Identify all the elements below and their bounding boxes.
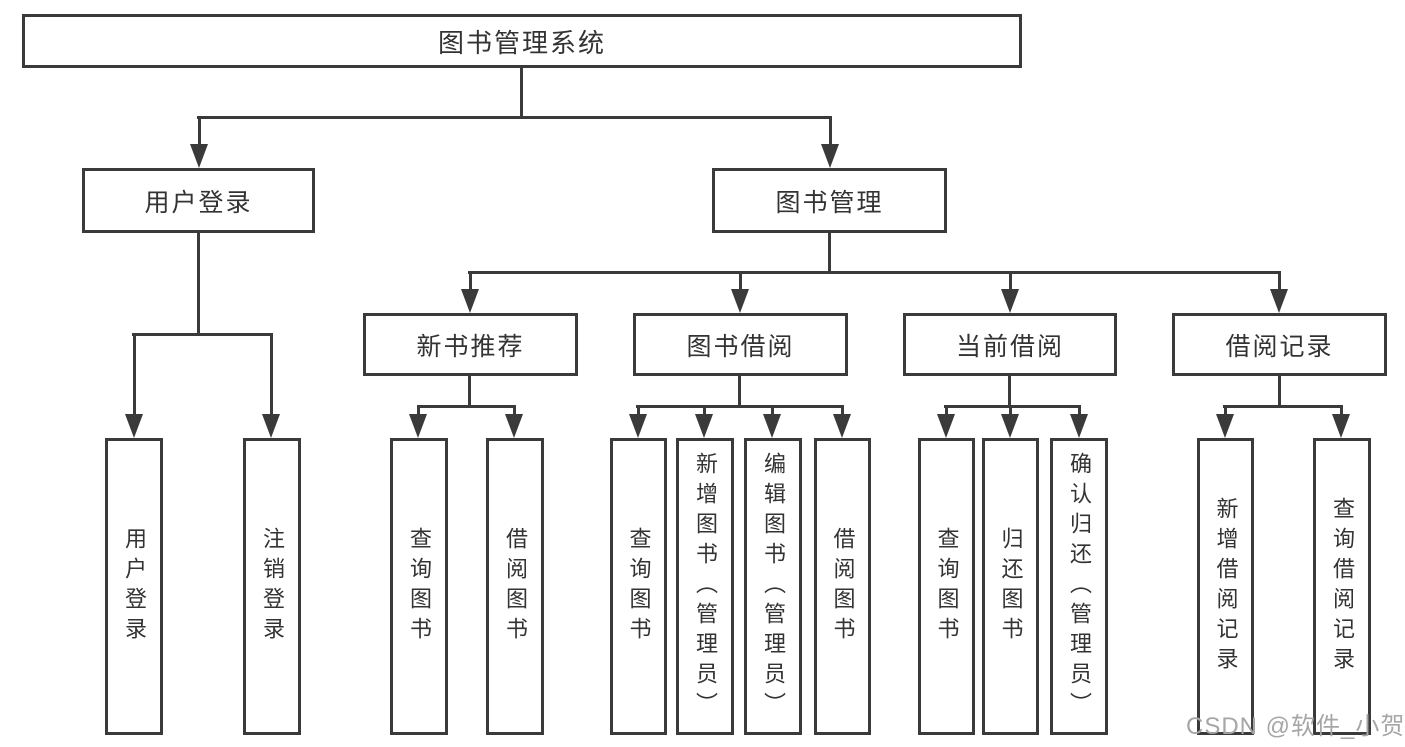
connector-arrow-stem (945, 405, 948, 417)
arrowhead-down (461, 289, 479, 313)
connector-arrow-stem (513, 405, 516, 417)
arrowhead-down (1270, 289, 1288, 313)
leaf-label: 新增借阅记录 (1213, 496, 1239, 677)
arrowhead-down (1332, 414, 1350, 438)
connector-arrow-stem (1278, 271, 1281, 292)
node-borrow-records: 借阅记录 (1172, 313, 1387, 376)
node-leaf-return-books: 归还图书 (982, 438, 1039, 735)
arrowhead-down (731, 289, 749, 313)
node-user-login-label: 用户登录 (144, 188, 253, 217)
connector-stem-current-borrow (1008, 375, 1011, 408)
arrowhead-down (1001, 414, 1019, 438)
connector-arrow-stem (1078, 405, 1081, 417)
node-leaf-user-login: 用户登录 (105, 438, 163, 735)
node-leaf-add-books-admin: 新增图书（管理员） (676, 438, 734, 735)
connector-arrow-stem (829, 116, 832, 147)
connector-arrow-stem (1224, 405, 1227, 417)
leaf-label: 查询图书 (407, 526, 432, 647)
leaf-label: 借阅图书 (830, 526, 856, 647)
connector-hline-book-borrow (636, 405, 844, 408)
connector-arrow-stem (417, 405, 420, 417)
node-borrow-records-label: 借阅记录 (1225, 332, 1334, 361)
connector-arrow-stem (469, 271, 472, 292)
connector-arrow-stem (1340, 405, 1343, 417)
node-leaf-edit-books-admin: 编辑图书（管理员） (744, 438, 802, 735)
connector-arrow-stem (771, 405, 774, 417)
connector-hline-new-book-recommend (417, 405, 516, 408)
leaf-label: 确认归还（管理员） (1067, 451, 1092, 722)
arrowhead-down (1216, 414, 1234, 438)
connector-hline-level2 (197, 116, 832, 119)
arrowhead-down (763, 414, 781, 438)
leaf-label: 编辑图书（管理员） (761, 451, 786, 722)
connector-hline-user-login (132, 333, 273, 336)
node-leaf-confirm-return-admin: 确认归还（管理员） (1050, 438, 1108, 735)
connector-arrow-stem (133, 333, 136, 417)
node-book-management: 图书管理 (712, 168, 947, 233)
connector-arrow-stem (1009, 405, 1012, 417)
arrowhead-down (1070, 414, 1088, 438)
leaf-label: 新增图书（管理员） (693, 451, 718, 722)
node-leaf-query-books-recommend: 查询图书 (390, 438, 448, 735)
node-current-borrow: 当前借阅 (903, 313, 1117, 376)
watermark: CSDN @软件_小贺同学 (1186, 713, 1405, 740)
connector-stem-borrow-records (1278, 375, 1281, 408)
node-book-borrow: 图书借阅 (633, 313, 848, 376)
arrowhead-down (125, 414, 143, 438)
connector-arrow-stem (739, 271, 742, 292)
connector-stem-new-book-recommend (468, 375, 471, 408)
leaf-label: 查询图书 (626, 526, 652, 647)
node-leaf-query-books-current: 查询图书 (918, 438, 975, 735)
arrowhead-down (937, 414, 955, 438)
node-new-book-recommend: 新书推荐 (363, 313, 578, 376)
leaf-label: 归还图书 (998, 526, 1024, 647)
node-new-book-recommend-label: 新书推荐 (416, 332, 525, 361)
node-leaf-query-books-borrow: 查询图书 (610, 438, 667, 735)
leaf-label: 借阅图书 (503, 526, 528, 647)
node-current-borrow-label: 当前借阅 (955, 332, 1064, 361)
leaf-label: 查询图书 (934, 526, 960, 647)
connector-arrow-stem (1009, 271, 1012, 292)
node-book-borrow-label: 图书借阅 (686, 332, 795, 361)
connector-arrow-stem (637, 405, 640, 417)
connector-hline-current-borrow (944, 405, 1081, 408)
arrowhead-down (1001, 289, 1019, 313)
arrowhead-down (629, 414, 647, 438)
node-user-login: 用户登录 (82, 168, 315, 233)
connector-arrow-stem (703, 405, 706, 417)
connector-hline-level3 (468, 271, 1281, 274)
arrowhead-down (409, 414, 427, 438)
connector-stem-root (520, 67, 523, 119)
connector-stem-user-login (197, 232, 200, 336)
arrowhead-down (695, 414, 713, 438)
connector-stem-book-borrow (738, 375, 741, 408)
connector-hline-borrow-records (1223, 405, 1343, 408)
leaf-label: 用户登录 (122, 526, 147, 647)
connector-arrow-stem (841, 405, 844, 417)
arrowhead-down (821, 144, 839, 168)
node-leaf-borrow-books-recommend: 借阅图书 (486, 438, 544, 735)
node-leaf-borrow-books: 借阅图书 (814, 438, 871, 735)
connector-arrow-stem (198, 116, 201, 147)
connector-stem-book-management (828, 232, 831, 274)
node-book-management-label: 图书管理 (775, 188, 884, 217)
node-leaf-add-borrow-record: 新增借阅记录 (1197, 438, 1254, 735)
arrowhead-down (190, 144, 208, 168)
node-leaf-logout: 注销登录 (243, 438, 301, 735)
arrowhead-down (505, 414, 523, 438)
node-root-system: 图书管理系统 (22, 14, 1022, 68)
leaf-label: 注销登录 (260, 526, 285, 647)
arrowhead-down (833, 414, 851, 438)
arrowhead-down (262, 414, 280, 438)
node-leaf-query-borrow-record: 查询借阅记录 (1313, 438, 1371, 735)
connector-arrow-stem (270, 333, 273, 417)
node-root-label: 图书管理系统 (437, 27, 606, 58)
leaf-label: 查询借阅记录 (1330, 496, 1355, 677)
